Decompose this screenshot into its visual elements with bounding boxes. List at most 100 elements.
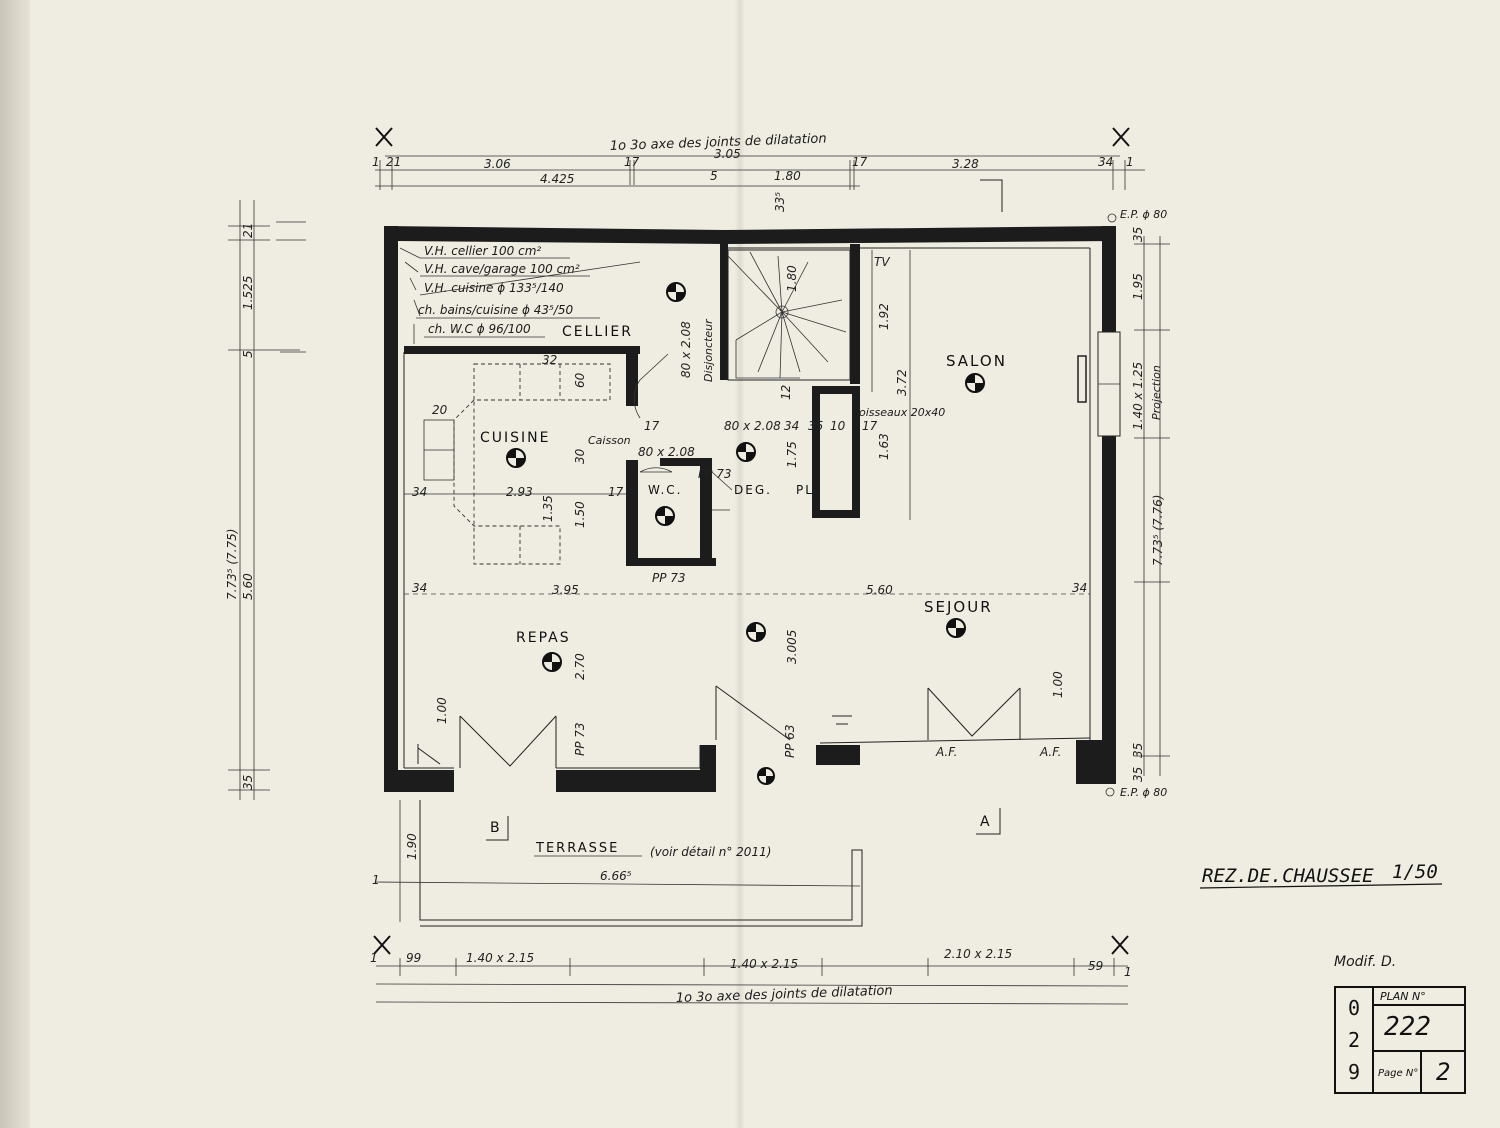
dim-bottom-140x215b: 1.40 x 2.15 [730, 957, 798, 971]
room-cuisine: CUISINE [480, 430, 551, 446]
label-boisseaux: boisseaux 20x40 [852, 406, 945, 419]
dim-terrace-6665: 6.66⁵ [600, 869, 632, 883]
dim-left-35: 35 [241, 775, 255, 790]
dim-163: 1.63 [877, 433, 891, 460]
dim-bottom-59: 59 [1088, 959, 1103, 973]
paper-edge [0, 0, 30, 1128]
dim-top-1b: 1 [1126, 155, 1134, 169]
plan-number: 222 [1384, 1012, 1431, 1042]
dim-left-7735: 7.73⁵ (7.75) [225, 529, 239, 600]
dim-bottom-1b: 1 [1124, 965, 1132, 979]
sheet-scale: 1/50 [1392, 861, 1438, 883]
dim-100-a: 1.00 [435, 697, 449, 724]
label-pp73-a: 80 x 2.08 [679, 321, 693, 378]
axis-cross-bottom-left [373, 935, 391, 955]
dim-top-305: 3.05 [714, 147, 741, 161]
dim-175: 1.75 [785, 441, 799, 468]
dim-top-17b: 17 [852, 155, 868, 169]
dim-560: 5.60 [866, 583, 893, 597]
dim-stair-180: 1.80 [785, 265, 799, 292]
dim-right-140x125: 1.40 x 1.25 [1131, 362, 1145, 430]
dim-270: 2.70 [573, 653, 587, 680]
dim-60: 60 [573, 372, 587, 388]
side-code-digit: 0 [1347, 996, 1361, 1020]
dim-10-deg: 35 [808, 419, 823, 433]
room-terrasse: TERRASSE [535, 841, 619, 856]
room-deg: DEG. [734, 483, 772, 497]
dim-100-b: 1.00 [1051, 671, 1065, 698]
dim-right-195: 1.95 [1131, 273, 1145, 300]
exterior-walls [384, 226, 1116, 792]
room-sejour: SEJOUR [924, 598, 993, 616]
dim-top-17a: 17 [624, 155, 640, 169]
room-wc: W.C. [648, 483, 683, 497]
dim-30-deg: 10 [830, 419, 846, 433]
dim-17-cuisine: 17 [608, 485, 624, 499]
light-fixture-icon [542, 652, 562, 672]
dim-3005: 3.005 [785, 630, 799, 664]
sheet-title: REZ.DE.CHAUSSEE [1202, 865, 1374, 887]
label-tv: TV [874, 255, 890, 269]
dim-top-21: 21 [386, 155, 401, 169]
label-ep-top: E.P. ϕ 80 [1120, 208, 1167, 221]
dim-top-306: 3.06 [484, 157, 511, 171]
light-fixture-icon [655, 506, 675, 526]
dim-12: 12 [779, 385, 793, 400]
dim-32: 32 [542, 353, 557, 367]
dim-right-35b: 35 [1131, 743, 1145, 758]
plan-label: PLAN N° [1380, 990, 1426, 1003]
room-salon: SALON [946, 352, 1007, 370]
dim-left-560: 5.60 [241, 573, 255, 600]
dim-192: 1.92 [877, 303, 891, 330]
dim-80x208-b: 17 [644, 419, 660, 433]
label-caisson: Caisson [588, 434, 631, 447]
dim-top-328: 3.28 [952, 157, 979, 171]
dim-34-repas: 34 [412, 581, 427, 595]
dim-20: 20 [432, 403, 448, 417]
note-3: V.H. cuisine ϕ 133⁵/140 [424, 281, 564, 295]
axis-note-bottom: 1o 3o axe des joints de dilatation [676, 983, 893, 1006]
label-pp73-c: PP 73 [652, 571, 686, 585]
dim-bottom-140x215a: 1.40 x 2.15 [466, 951, 534, 965]
light-fixture-icon [746, 622, 766, 642]
label-ep-bottom: E.P. ϕ 80 [1120, 786, 1167, 799]
section-marker-a: A [980, 814, 992, 830]
dim-left-21: 21 [241, 223, 255, 238]
side-code-digit: 9 [1347, 1060, 1361, 1084]
notes-block: V.H. cellier 100 cm² V.H. cave/garage 10… [399, 244, 641, 344]
dim-80x208-a: 30 [573, 448, 587, 464]
paper-fold [735, 0, 745, 1128]
dim-bottom-210x215: 2.10 x 2.15 [944, 947, 1012, 961]
dim-top-180: 1.80 [774, 169, 801, 183]
dim-terrace-190: 1.90 [405, 833, 419, 860]
spiral-staircase [727, 251, 847, 379]
dim-top-1a: 1 [372, 155, 380, 169]
modif-label: Modif. D. [1334, 954, 1396, 970]
light-fixture-icon [946, 618, 966, 638]
top-dimension-row: 1 21 3.06 17 3.05 17 3.28 34 1 [372, 147, 1134, 171]
dim-135: 1.35 [541, 495, 555, 522]
room-cellier: CELLIER [562, 324, 633, 340]
light-fixture-icon [965, 373, 985, 393]
room-repas: REPAS [516, 630, 571, 646]
note-2: V.H. cave/garage 100 cm² [424, 262, 580, 276]
section-marker-b: B [490, 820, 502, 836]
dim-top-4425: 4.425 [540, 172, 574, 186]
label-pp73-b: 80 x 2.08 [638, 445, 695, 459]
side-code-digit: 2 [1347, 1028, 1361, 1052]
dim-top-335: 33⁵ [773, 192, 787, 212]
af-label: A.F. [1039, 745, 1061, 759]
dim-bottom-1a: 1 [370, 951, 378, 965]
axis-cross-top-right [1112, 127, 1130, 147]
note-1: V.H. cellier 100 cm² [424, 244, 541, 258]
label-disjoncteur: Disjoncteur [702, 318, 715, 382]
dim-terrace-1: 1 [372, 873, 380, 887]
dim-bottom-99: 99 [406, 951, 421, 965]
light-fixture-icon [736, 442, 756, 462]
dim-150: 1.50 [573, 501, 587, 528]
dim-34-sejour: 34 [1072, 581, 1087, 595]
note-4: ch. bains/cuisine ϕ 43⁵/50 [418, 303, 573, 317]
title-block-side-code: 0 2 9 [1336, 988, 1374, 1092]
